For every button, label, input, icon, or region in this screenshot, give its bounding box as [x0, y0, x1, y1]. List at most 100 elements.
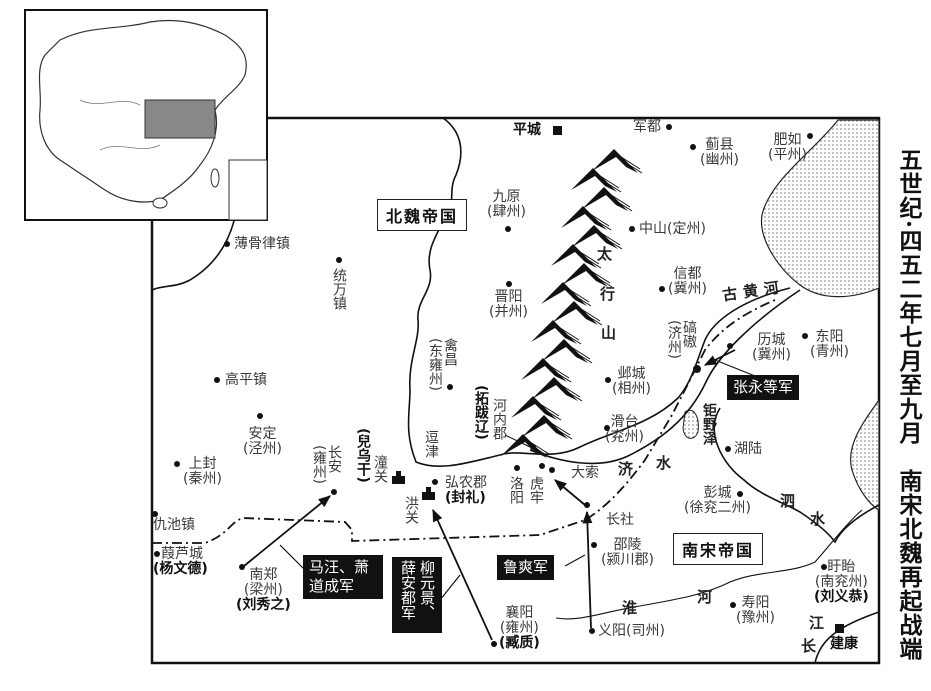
river-label-huai-2: 河	[697, 588, 713, 606]
place-qinchang: 禽昌(东雍州)	[427, 338, 458, 391]
capital-icon-jiankang	[835, 624, 844, 633]
place-name: 上封	[188, 456, 217, 472]
pointer-lushuang	[564, 554, 586, 567]
tongguan-fort-icon	[392, 471, 405, 484]
place-hulu: 湖陆	[734, 441, 762, 457]
dot-henei	[530, 444, 536, 450]
dot-jialucheng	[154, 551, 160, 557]
place-tongwanzhen: 统万镇	[331, 268, 347, 310]
army-label-liuyuanjing: 柳元景、薛安都军	[392, 557, 442, 633]
place-sub: (泾州)	[243, 441, 282, 457]
place-changan: 长安(雍州)	[311, 445, 342, 484]
place-sub: (青州)	[810, 344, 849, 360]
china-outline	[38, 19, 247, 203]
inset-map	[24, 9, 268, 221]
mountain-peak	[562, 263, 608, 287]
place-qiuchizhen: 仇池镇	[153, 517, 195, 533]
mountain-peak	[572, 225, 618, 249]
qiaoao-fort-icon	[693, 365, 701, 373]
place-sub: (颍川郡)	[601, 552, 654, 568]
place-sub: (豫州)	[736, 610, 775, 626]
army-label-zhangyong: 张永等军	[727, 375, 800, 400]
arrow-yiyang-changshe	[582, 510, 593, 629]
dot-gaopingzhen	[214, 377, 220, 383]
mountain-peak	[501, 434, 547, 458]
place-name: 弘农郡	[445, 475, 487, 491]
place-sub: (兖州)	[605, 429, 644, 445]
river-label-ji-1: 济	[618, 460, 634, 478]
arrow-licheng-qiaoao	[703, 349, 736, 366]
place-changshe: 长社	[606, 512, 634, 528]
place-yecheng: 邺城(相州)	[612, 367, 651, 397]
dot-yecheng	[605, 377, 611, 383]
mountain-peak	[542, 339, 588, 363]
mountain-hatching	[577, 306, 603, 326]
si-river	[713, 407, 880, 544]
mountain-label-1: 太	[597, 245, 613, 263]
place-feiru: 肥如(平州)	[768, 133, 807, 163]
mountain-peak	[531, 320, 577, 344]
place-tongguan: 潼关	[372, 455, 388, 483]
place-anding: 安定(泾州)	[243, 427, 282, 457]
place-name: 信都	[673, 266, 702, 282]
place-sub: (梁州)	[243, 582, 283, 598]
place-hongguan: 洪关	[403, 496, 419, 524]
place-nanzheng: 南郑(梁州)(刘秀之)	[236, 568, 291, 613]
place-name: 南郑	[249, 567, 278, 583]
west-river	[151, 220, 235, 291]
dot-hulao	[539, 463, 545, 469]
mountain-hatching	[587, 268, 613, 288]
place-jiuyuan: 九原(肆州)	[487, 190, 526, 220]
dot-jinyang	[506, 281, 512, 287]
main-map-frame	[150, 116, 881, 665]
place-sub: (平州)	[768, 147, 807, 163]
place-xindu: 信都(冀州)	[668, 267, 707, 297]
place-dasuo: 大索	[571, 465, 599, 481]
place-name: 寿阳	[741, 595, 770, 611]
place-sub: (冀州)	[668, 281, 707, 297]
army-label-mawang: 马汪、萧道成军	[303, 555, 383, 599]
place-sub: (雍州)	[311, 445, 327, 484]
pointer-liu	[439, 574, 461, 601]
mountain-hatching	[607, 192, 633, 212]
place-name: 邵陵	[613, 537, 642, 553]
mountain-hatching	[557, 382, 583, 402]
place-pingcheng: 平城	[513, 122, 541, 138]
dot-qinchang	[447, 384, 453, 390]
place-yiyang: 义阳(司州)	[598, 623, 665, 639]
place-name: 盱眙	[827, 559, 856, 575]
river-label-ji-2: 水	[656, 454, 672, 472]
bohai-sea	[760, 119, 880, 298]
place-name: 襄阳	[505, 605, 534, 621]
lake-label-juye: 钜野泽	[701, 403, 717, 445]
dot-luoyang	[514, 465, 520, 471]
place-sub: (相州)	[612, 381, 651, 397]
place-name: 葭芦城	[161, 546, 203, 562]
place-shouyang: 寿阳(豫州)	[736, 596, 775, 626]
place-dongyang: 东阳(青州)	[810, 330, 849, 360]
mountain-hatching	[566, 287, 592, 307]
place-luoyang: 洛阳	[508, 476, 524, 504]
place-licheng: 历城(冀州)	[752, 333, 791, 363]
dot-shangfeng	[174, 461, 180, 467]
dot-hongnong	[432, 479, 438, 485]
arrow-xiangyang-hongguan	[432, 508, 493, 641]
place-sub: (济州)	[666, 320, 682, 359]
place-sub: (南兖州)	[814, 574, 868, 590]
mountain-peak	[521, 358, 567, 382]
place-heneijun: 河内郡	[491, 398, 507, 440]
pointer-mawang	[279, 544, 306, 571]
river-label-huai-1: 淮	[622, 599, 638, 617]
place-xuyi: 盱眙(南兖州)(刘义恭)	[814, 560, 869, 605]
place-gaopingzhen: 高平镇	[225, 372, 267, 388]
huai-river	[555, 509, 863, 620]
hongguan-fort-icon	[422, 487, 435, 500]
dot-xiangyang	[491, 641, 497, 647]
inset-highlight-region	[144, 99, 216, 139]
dot-yiyang	[589, 628, 595, 634]
place-name: 邺城	[617, 366, 646, 382]
dot-shaoling	[591, 542, 597, 548]
place-name: 九原	[492, 189, 521, 205]
juye-lake	[682, 409, 699, 439]
